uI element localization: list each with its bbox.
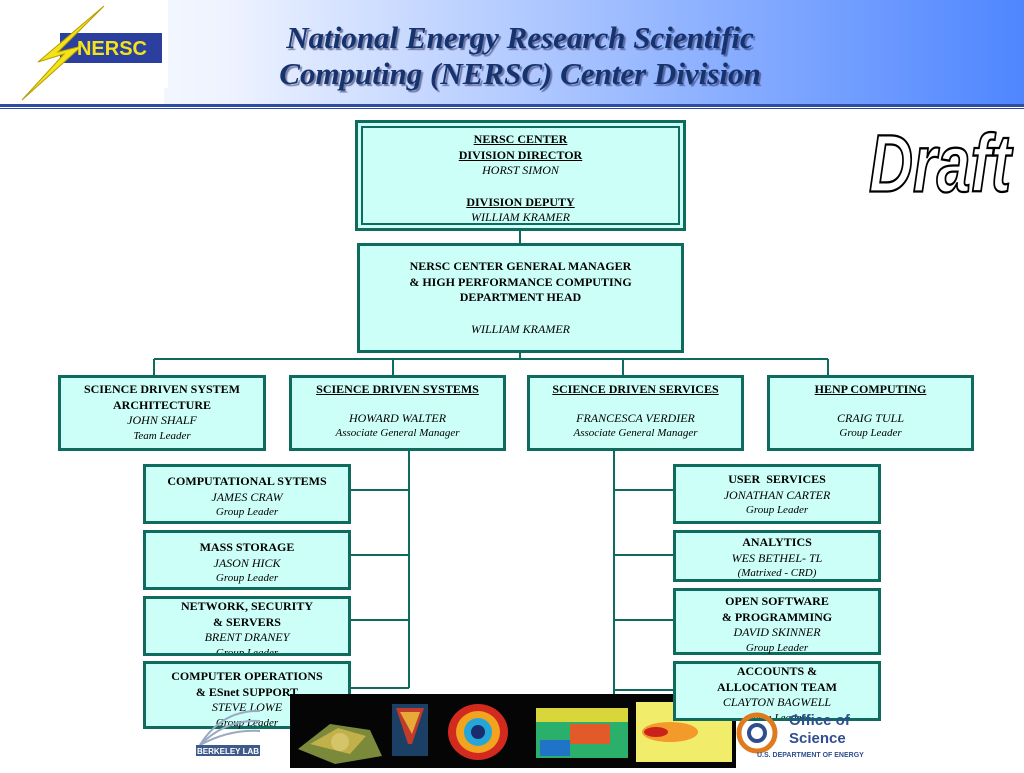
department-leader-name: JOHN SHALF (127, 413, 197, 427)
group-title-line-1: ACCOUNTS & (736, 664, 818, 678)
department-title-line-1: HENP COMPUTING (814, 382, 927, 396)
director-name: HORST SIMON (482, 163, 559, 177)
title-banner (0, 0, 1024, 104)
gm-title-line-3: DEPARTMENT HEAD (459, 290, 582, 304)
division-director-box: NERSC CENTER DIVISION DIRECTOR HORST SIM… (355, 120, 686, 231)
doe-office-of-science-logo: Office of Science U.S. DEPARTMENT OF ENE… (735, 705, 875, 763)
group-title-line-1: NETWORK, SECURITY (180, 599, 314, 613)
group-title-line-2: & ESnet SUPPORT (195, 684, 299, 699)
group-title-line-1: COMPUTER OPERATIONS (171, 669, 323, 683)
department-leader-role: Associate General Manager (573, 427, 698, 439)
doe-logo-line-3: U.S. DEPARTMENT OF ENERGY (757, 752, 864, 759)
group-leader-role: Group Leader (215, 646, 279, 656)
banner-rule-thin (0, 108, 1024, 109)
group-leader-role: Group Leader (745, 504, 809, 516)
page-title: National Energy Research Scientific Comp… (170, 20, 870, 92)
group-leader-name: JAMES CRAW (211, 489, 283, 504)
berkeley-lab-logo-text: BERKELEY LAB (197, 747, 259, 756)
group-title-line-2: & PROGRAMMING (721, 609, 833, 624)
department-title-line-1: SCIENCE DRIVEN SYSTEM (83, 382, 241, 396)
group-box-user-services: USER SERVICES JONATHAN CARTER Group Lead… (673, 464, 881, 524)
department-leader-name: HOWARD WALTER (348, 410, 447, 425)
group-title-line-2: ALLOCATION TEAM (717, 679, 837, 694)
gm-name: WILLIAM KRAMER (471, 321, 570, 336)
department-box-services: SCIENCE DRIVEN SERVICES FRANCESCA VERDIE… (527, 375, 744, 451)
group-leader-name: STEVE LOWE (211, 700, 283, 714)
department-leader-role: Group Leader (839, 427, 902, 439)
group-title-line-1: COMPUTATIONAL SYTEMS (167, 474, 327, 488)
group-leader-name: JONATHAN CARTER (723, 487, 831, 502)
general-manager-box: NERSC CENTER GENERAL MANAGER & HIGH PERF… (357, 243, 684, 353)
plasma-torus-image (448, 704, 508, 760)
group-leader-name: BRENT DRANEY (204, 630, 290, 644)
department-leader-role: Associate General Manager (335, 427, 460, 439)
nersc-logo: NERSC (0, 0, 168, 104)
group-leader-name: DAVID SKINNER (733, 625, 821, 639)
department-box-henp: HENP COMPUTING CRAIG TULL Group Leader (767, 375, 974, 451)
group-box-mass-storage: MASS STORAGE JASON HICK Group Leader (143, 530, 351, 590)
group-leader-name: WES BETHEL- TL (731, 550, 823, 565)
climate-map-image (536, 708, 628, 758)
group-leader-name: CLAYTON BAGWELL (722, 695, 832, 709)
group-box-accounts-allocation: ACCOUNTS & ALLOCATION TEAM CLAYTON BAGWE… (673, 661, 881, 721)
berkeley-lab-logo: BERKELEY LAB (192, 705, 264, 760)
doe-logo-line-1: Office of (789, 712, 851, 729)
division-director-inner: NERSC CENTER DIVISION DIRECTOR HORST SIM… (361, 126, 680, 225)
logo-text: NERSC (77, 38, 147, 60)
director-title-line-2: DIVISION DIRECTOR (458, 147, 583, 162)
group-box-network-security: NETWORK, SECURITY & SERVERS BRENT DRANEY… (143, 596, 351, 656)
group-leader-role: Group Leader (215, 506, 279, 518)
group-box-computational-systems: COMPUTATIONAL SYTEMS JAMES CRAW Group Le… (143, 464, 351, 524)
group-title-line-1: MASS STORAGE (199, 540, 295, 554)
department-box-systems: SCIENCE DRIVEN SYSTEMS HOWARD WALTER Ass… (289, 375, 506, 451)
banner-rule (0, 104, 1024, 107)
department-title-line-1: SCIENCE DRIVEN SYSTEMS (316, 382, 479, 396)
group-title-line-2: & SERVERS (213, 614, 281, 629)
doe-logo-line-2: Science (789, 730, 846, 747)
deputy-name: WILLIAM KRAMER (471, 210, 570, 224)
draft-watermark: Draft (855, 118, 1024, 211)
group-title-line-1: OPEN SOFTWARE (725, 594, 829, 608)
group-box-open-software: OPEN SOFTWARE & PROGRAMMING DAVID SKINNE… (673, 588, 881, 655)
department-leader-role: Team Leader (133, 429, 191, 442)
department-title-line-2: ARCHITECTURE (112, 397, 211, 412)
group-title-line-1: ANALYTICS (742, 535, 812, 549)
group-leader-role: Group Leader (215, 572, 279, 584)
group-leader-name: JASON HICK (213, 555, 281, 570)
draft-text: Draft (869, 119, 1013, 200)
molecule-image (392, 704, 428, 756)
group-leader-role: Group Leader (745, 641, 809, 654)
department-title-line-1: SCIENCE DRIVEN SERVICES (552, 382, 719, 396)
group-box-analytics: ANALYTICS WES BETHEL- TL (Matrixed - CRD… (673, 530, 881, 582)
department-box-system-architecture: SCIENCE DRIVEN SYSTEM ARCHITECTURE JOHN … (58, 375, 266, 451)
group-leader-role: (Matrixed - CRD) (737, 567, 817, 579)
gm-title-line-2: & HIGH PERFORMANCE COMPUTING (409, 274, 632, 289)
group-leader-role: Team Leader (748, 711, 806, 721)
group-title-line-1: USER SERVICES (728, 472, 826, 486)
nanostructure-image (298, 724, 382, 764)
title-line-2: Computing (NERSC) Center Division (279, 56, 761, 91)
title-line-1: National Energy Research Scientific (286, 20, 754, 55)
gm-title-line-1: NERSC CENTER GENERAL MANAGER (409, 259, 632, 273)
science-images-strip (290, 694, 736, 768)
department-leader-name: FRANCESCA VERDIER (576, 410, 695, 425)
deputy-title: DIVISION DEPUTY (466, 194, 575, 209)
director-title-line-1: NERSC CENTER (473, 132, 568, 146)
department-leader-name: CRAIG TULL (836, 410, 904, 425)
